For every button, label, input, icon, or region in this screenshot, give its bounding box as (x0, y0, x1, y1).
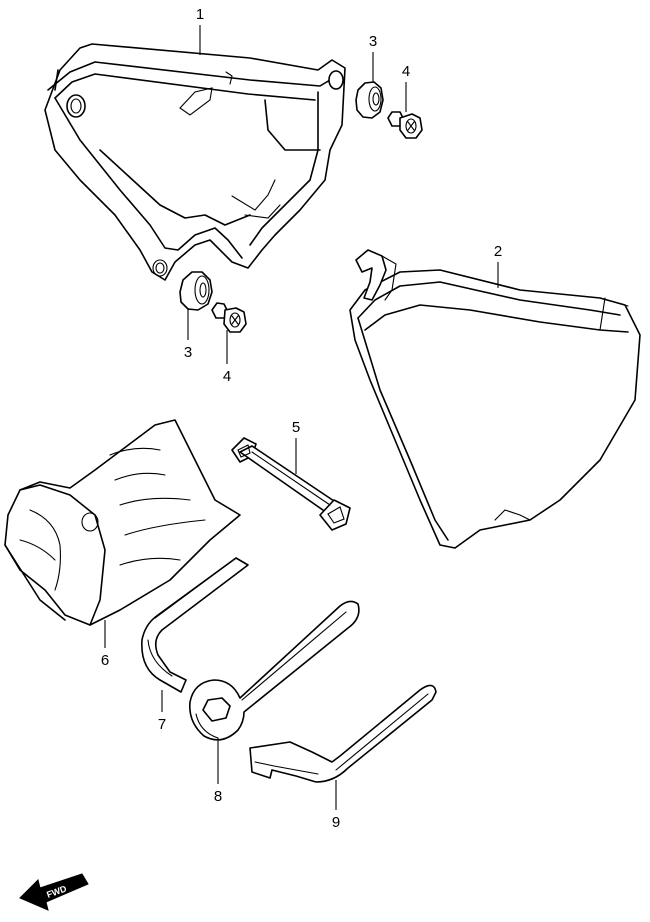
callout-3-lower: 3 (184, 344, 192, 361)
callout-6: 6 (101, 652, 109, 669)
part-2-side-cover[interactable] (350, 250, 640, 548)
part-1-frame-cover[interactable] (45, 44, 345, 280)
part-6-tool-bag[interactable] (5, 420, 240, 625)
part-8-spanner[interactable] (190, 601, 359, 739)
callout-4-lower: 4 (223, 368, 231, 385)
callout-7: 7 (158, 716, 166, 733)
part-3-grommet-lower[interactable] (180, 272, 212, 310)
leader-lines (105, 25, 498, 810)
callout-2: 2 (494, 243, 502, 260)
part-4-screw-lower[interactable] (212, 303, 246, 332)
callout-9: 9 (332, 814, 340, 831)
part-5-band[interactable] (232, 438, 350, 530)
callout-1: 1 (196, 6, 204, 23)
callout-8: 8 (214, 788, 222, 805)
part-7-hex-wrench[interactable] (142, 558, 248, 692)
part-9-hook-wrench[interactable] (250, 685, 436, 782)
callout-4-upper: 4 (402, 63, 410, 80)
part-4-screw-upper[interactable] (388, 112, 422, 138)
callout-5: 5 (292, 419, 300, 436)
part-3-grommet-upper[interactable] (356, 82, 383, 118)
callout-3-upper: 3 (369, 33, 377, 50)
fwd-arrow-icon: FWD (20, 874, 88, 910)
